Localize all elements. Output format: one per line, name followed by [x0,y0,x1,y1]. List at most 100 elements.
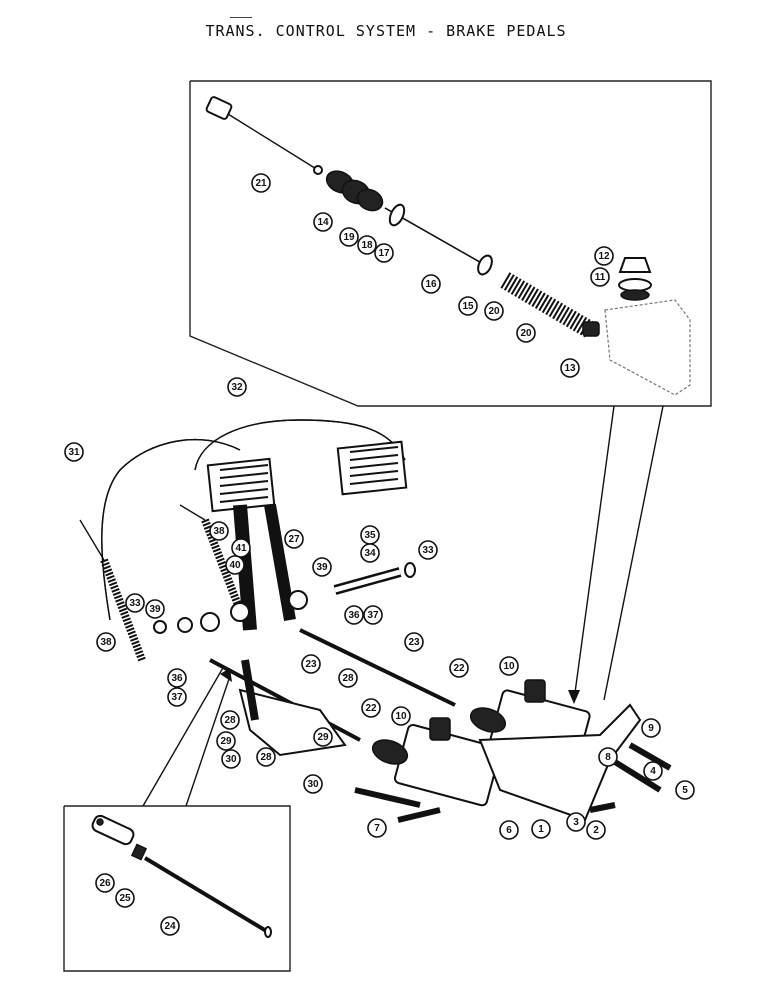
adjusting-rod-24 [143,856,272,938]
callout-circle [167,668,187,688]
callout-circle [303,774,323,794]
callout-circle [145,599,165,619]
upper-inset-frame [189,80,712,407]
return-springs-38 [79,504,244,662]
callout-label: 32 [231,382,243,393]
callout-circle [643,761,663,781]
callout-circle [566,812,586,832]
push-rod-21 [205,96,323,175]
callout-circle [64,442,84,462]
callout-label: 6 [506,825,512,836]
callout-label: 36 [171,673,183,684]
callout-circle [312,557,332,577]
callout-circle [560,358,580,378]
callout-5: 5 [675,780,695,800]
callout-circle [344,605,364,625]
callout-circle [499,656,519,676]
callout-16: 16 [421,274,441,294]
callout-circle [594,246,614,266]
callout-33: 33 [418,540,438,560]
callout-circle [209,521,229,541]
callout-label: 24 [164,921,176,932]
callout-20: 20 [484,301,504,321]
callout-label: 40 [229,560,241,571]
callout-label: 13 [564,363,576,374]
title-overline [230,17,252,18]
callout-label: 22 [453,663,465,674]
callout-circle [516,323,536,343]
callout-circle [374,243,394,263]
callout-label: 15 [462,301,474,312]
callout-24: 24 [160,916,180,936]
callout-22: 22 [361,698,381,718]
jam-nut-25 [130,843,148,861]
callout-29: 29 [313,727,333,747]
callout-label: 33 [422,545,434,556]
callout-label: 33 [129,598,141,609]
callout-label: 14 [317,217,329,228]
callout-1: 1 [531,819,551,839]
callout-label: 29 [220,736,232,747]
callout-label: 28 [260,752,272,763]
brake-pedal-32 [194,419,408,496]
return-spring-20 [500,272,595,338]
callout-label: 17 [378,248,390,259]
callout-30: 30 [221,749,241,769]
lower-leader-line [142,665,225,807]
callout-circle [418,540,438,560]
callout-19: 19 [339,227,359,247]
callout-38: 38 [209,521,229,541]
callout-label: 2 [593,825,599,836]
callout-13: 13 [560,358,580,378]
callout-35: 35 [360,525,380,545]
callout-circle [458,296,478,316]
callout-39: 39 [145,599,165,619]
callout-circle [225,555,245,575]
callout-30: 30 [303,774,323,794]
callout-40: 40 [225,555,245,575]
callout-32: 32 [227,377,247,397]
callout-15: 15 [458,296,478,316]
callout-circle [391,706,411,726]
callout-8: 8 [598,747,618,767]
callout-label: 37 [367,610,379,621]
callout-circle [421,274,441,294]
callout-26: 26 [95,873,115,893]
callout-circle [586,820,606,840]
page-title: TRANS. CONTROL SYSTEM - BRAKE PEDALS [205,22,567,40]
callout-label: 26 [99,878,111,889]
callout-circle [115,888,135,908]
callout-label: 10 [503,661,515,672]
callout-label: 35 [364,530,376,541]
filler-cap-12 [618,257,652,301]
callout-37: 37 [167,687,187,707]
callout-label: 25 [119,893,131,904]
callout-27: 27 [284,529,304,549]
callout-circle [313,727,333,747]
callout-17: 17 [374,243,394,263]
callout-39: 39 [312,557,332,577]
callout-circle [598,747,618,767]
callout-circle [216,731,236,751]
callout-label: 9 [648,723,654,734]
master-cylinder-rods-23 [209,628,456,742]
callout-circle [231,538,251,558]
callout-label: 4 [650,766,656,777]
callout-circle [531,819,551,839]
callout-18: 18 [357,235,377,255]
callout-21: 21 [251,173,271,193]
callout-7: 7 [367,818,387,838]
callout-label: 23 [408,637,420,648]
callout-10: 10 [499,656,519,676]
callout-9: 9 [641,718,661,738]
callout-label: 37 [171,692,183,703]
callout-label: 5 [682,785,688,796]
master-cylinder-boot-14 [325,170,384,212]
callout-circle [338,668,358,688]
clevis-bushings [153,590,308,634]
piston-assembly-16 [384,203,493,276]
callout-circle [167,687,187,707]
callout-38: 38 [96,632,116,652]
